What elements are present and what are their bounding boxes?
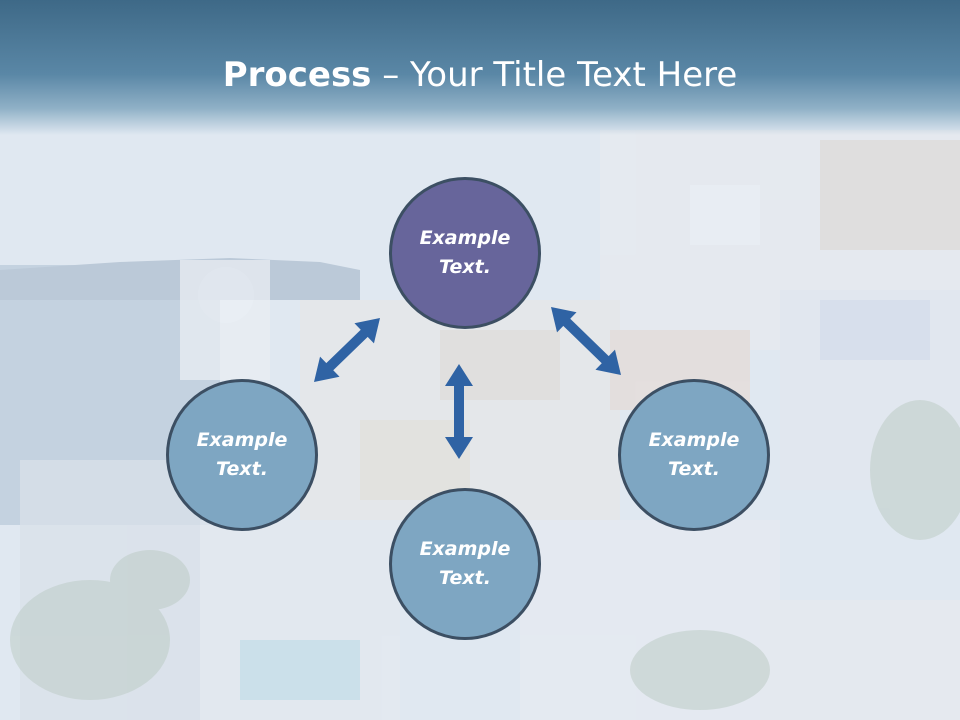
title-strong: Process <box>222 55 372 95</box>
node-text-line1: Example <box>419 227 511 249</box>
node-text-line1: Example <box>648 429 740 451</box>
title-bar <box>0 0 960 135</box>
slide-title: Process – Your Title Text Here <box>0 52 960 98</box>
node-text-line2: Text. <box>439 567 491 589</box>
arrow-left-top <box>314 318 380 382</box>
arrow-top-right <box>551 307 621 375</box>
node-text-line2: Text. <box>439 256 491 278</box>
node-text-line1: Example <box>196 429 288 451</box>
node-text-line1: Example <box>419 538 511 560</box>
node-text-line2: Text. <box>668 458 720 480</box>
arrow-center-vertical <box>445 364 473 459</box>
node-text-line2: Text. <box>216 458 268 480</box>
title-rest: – Your Title Text Here <box>371 55 738 95</box>
